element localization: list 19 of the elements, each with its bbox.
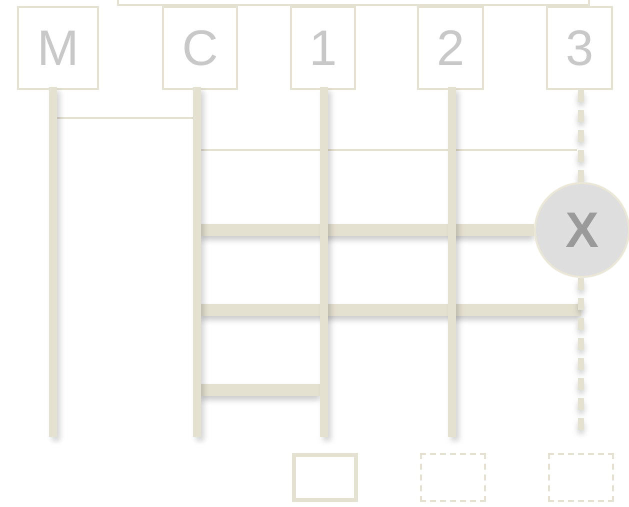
lifeline-bar — [49, 87, 57, 437]
terminate-label: X — [565, 205, 599, 255]
lifeline-header — [546, 6, 613, 90]
lifeline-header — [290, 6, 356, 90]
lifeline-header — [417, 6, 484, 90]
lifeline-header — [162, 6, 238, 90]
lifeline-bar — [193, 87, 201, 437]
message-line — [201, 224, 534, 236]
lifeline-bar — [448, 87, 456, 437]
message-line — [201, 384, 320, 396]
placeholder-box — [420, 453, 486, 502]
lifeline-bar — [320, 87, 328, 437]
end-box — [292, 453, 358, 502]
dashed-lifeline — [578, 90, 584, 182]
placeholder-box — [548, 453, 614, 502]
message-line — [201, 304, 581, 316]
message-line — [201, 149, 577, 151]
lifeline-header — [17, 6, 99, 90]
message-line — [57, 117, 193, 119]
